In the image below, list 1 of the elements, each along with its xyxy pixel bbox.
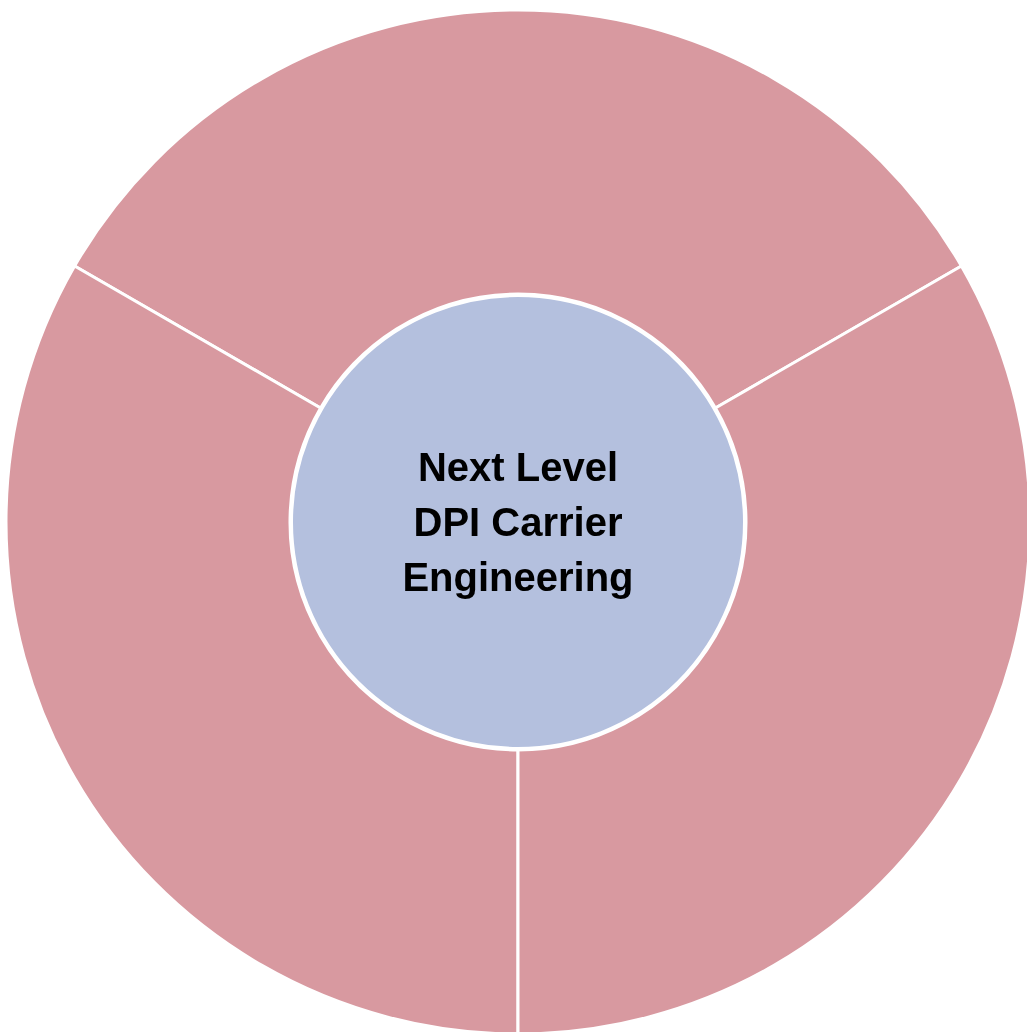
hub-title: Next Level DPI Carrier Engineering <box>401 443 635 601</box>
